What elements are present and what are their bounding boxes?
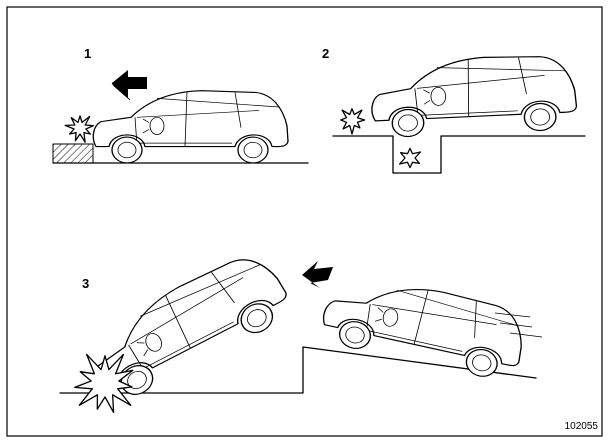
impact-starburst-icon: [74, 353, 134, 414]
impact-starburst-icon: [398, 147, 422, 169]
car-illustration: [92, 90, 289, 164]
panel-3: 3: [59, 243, 543, 414]
panel-label-1: 1: [84, 46, 91, 61]
figure-border: [6, 6, 603, 437]
car-illustration-before: [317, 267, 531, 385]
panel-label-3: 3: [82, 276, 89, 291]
impact-starburst-icon: [64, 115, 94, 143]
direction-arrow-icon: [112, 70, 147, 98]
motion-lines: [494, 312, 543, 338]
car-illustration: [369, 52, 579, 139]
impact-starburst-icon: [340, 108, 366, 135]
ground-with-ditch: [332, 135, 586, 174]
ground-with-step: [59, 346, 537, 394]
wall-block: [52, 143, 94, 164]
panel-label-2: 2: [322, 46, 329, 61]
panel-1: 1: [52, 46, 309, 164]
panel-2: 2: [322, 46, 586, 174]
figure-code: 102055: [565, 421, 599, 432]
direction-arrow-icon: [302, 261, 333, 288]
